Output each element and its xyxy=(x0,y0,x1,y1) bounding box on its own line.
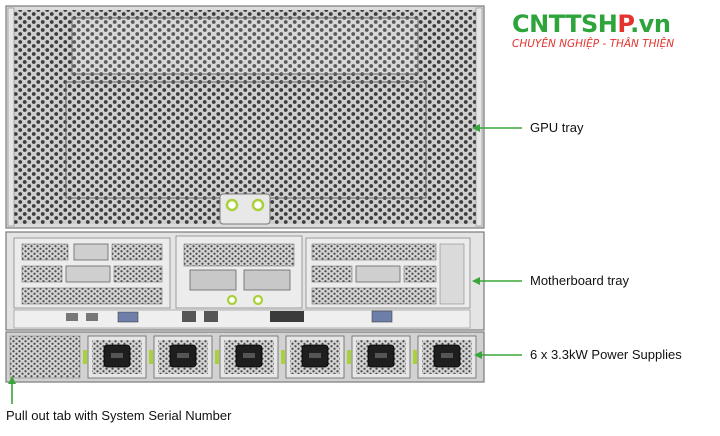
motherboard-tray xyxy=(5,231,485,331)
power-supply-unit xyxy=(149,335,213,379)
power-supply-unit xyxy=(281,335,345,379)
psu-latch xyxy=(83,350,87,364)
psu-latch xyxy=(413,350,417,364)
power-supplies-label: 6 x 3.3kW Power Supplies xyxy=(530,347,682,362)
brand-logo: CNTTSHP.vn CHUYÊN NGHIỆP - THÂN THIỆN xyxy=(512,10,712,50)
callout-arrows xyxy=(8,124,522,404)
brand-wordmark: CNTTSHP.vn xyxy=(512,10,712,38)
brand-wordmark-part1: CNTTSH xyxy=(512,10,618,38)
gpu-tray-thumbscrew-right xyxy=(251,198,265,212)
psu-latch xyxy=(149,350,153,364)
pull-out-tab-label: Pull out tab with System Serial Number xyxy=(6,408,232,423)
power-supplies-arrow-head xyxy=(474,351,482,359)
psu-latch xyxy=(281,350,285,364)
motherboard-tray-label: Motherboard tray xyxy=(530,273,629,288)
psu-latch xyxy=(347,350,351,364)
power-supply-row xyxy=(5,331,485,383)
power-supply-unit xyxy=(347,335,411,379)
gpu-tray-label: GPU tray xyxy=(530,120,584,135)
gpu-tray xyxy=(5,5,485,229)
psu-latch xyxy=(215,350,219,364)
gpu-tray-arrow-head xyxy=(472,124,480,132)
brand-tagline: CHUYÊN NGHIỆP - THÂN THIỆN xyxy=(512,38,675,50)
brand-wordmark-cart-o: P xyxy=(617,10,631,38)
brand-wordmark-part3: .vn xyxy=(630,10,671,38)
power-supply-unit xyxy=(215,335,279,379)
motherboard-tray-arrow-head xyxy=(472,277,480,285)
gpu-tray-thumbscrew-left xyxy=(225,198,239,212)
pull-out-tab-arrow-head xyxy=(8,376,16,384)
power-supply-unit xyxy=(83,335,147,379)
power-supply-unit xyxy=(413,335,477,379)
